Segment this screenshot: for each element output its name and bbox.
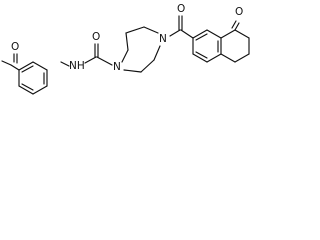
atom-n-ring-1: N: [113, 61, 121, 73]
bond-benzene-a4: [32, 85, 48, 95]
bond-benzene-a2: [32, 61, 48, 71]
bonds: [1, 15, 250, 95]
bond-sat-3: [234, 53, 250, 63]
bond-ketone-c1: [220, 29, 236, 39]
bond-sat-1: [234, 29, 250, 39]
bond-carbonyl-n: [96, 56, 113, 66]
bond-benzene-b-inner3: [195, 51, 208, 59]
atom-o-urea: O: [92, 31, 100, 43]
molecule-structure: O NH O N N O O: [1, 3, 250, 95]
bond-benzene-b-inner1: [195, 33, 208, 41]
bond-acetyl-ring: [10, 64, 20, 71]
bond-methyl: [1, 60, 12, 66]
bond-benzene-b2: [206, 29, 222, 39]
bond-n-amide: [169, 29, 181, 37]
bond-sat-4: [220, 53, 236, 63]
bond-amide-ring: [180, 29, 194, 39]
atom-labels: O NH O N N O O: [11, 3, 243, 73]
bond-benzene-b4: [206, 53, 222, 63]
bond-nh-carbonyl: [84, 56, 97, 64]
bond-diazepane-4: [143, 26, 159, 34]
bond-ketone-co-2: [231, 20, 237, 29]
bond-diazepane-6: [140, 59, 155, 73]
atom-o-acetyl: O: [11, 41, 19, 53]
bond-diazepane-1: [121, 49, 129, 63]
bond-diazepane-5: [153, 45, 161, 61]
bond-benzene-a1: [18, 61, 34, 71]
bond-diazepane-2: [125, 32, 129, 51]
bond-ketone-co: [234, 22, 240, 31]
bond-benzene-a-inner1: [21, 65, 34, 73]
bond-diazepane-3: [125, 26, 145, 34]
atom-o-amide: O: [177, 3, 185, 15]
bond-benzene-b5: [192, 53, 208, 63]
atom-o-ketone: O: [235, 6, 243, 18]
atom-n-ring-2: N: [159, 33, 167, 45]
bond-benzene-a5: [18, 85, 34, 95]
bond-ring-nh: [60, 61, 70, 67]
bond-benzene-b1: [192, 29, 208, 39]
bond-diazepane-7: [123, 69, 142, 73]
atom-nh: NH: [69, 60, 85, 72]
bond-benzene-a-inner3: [21, 83, 34, 91]
